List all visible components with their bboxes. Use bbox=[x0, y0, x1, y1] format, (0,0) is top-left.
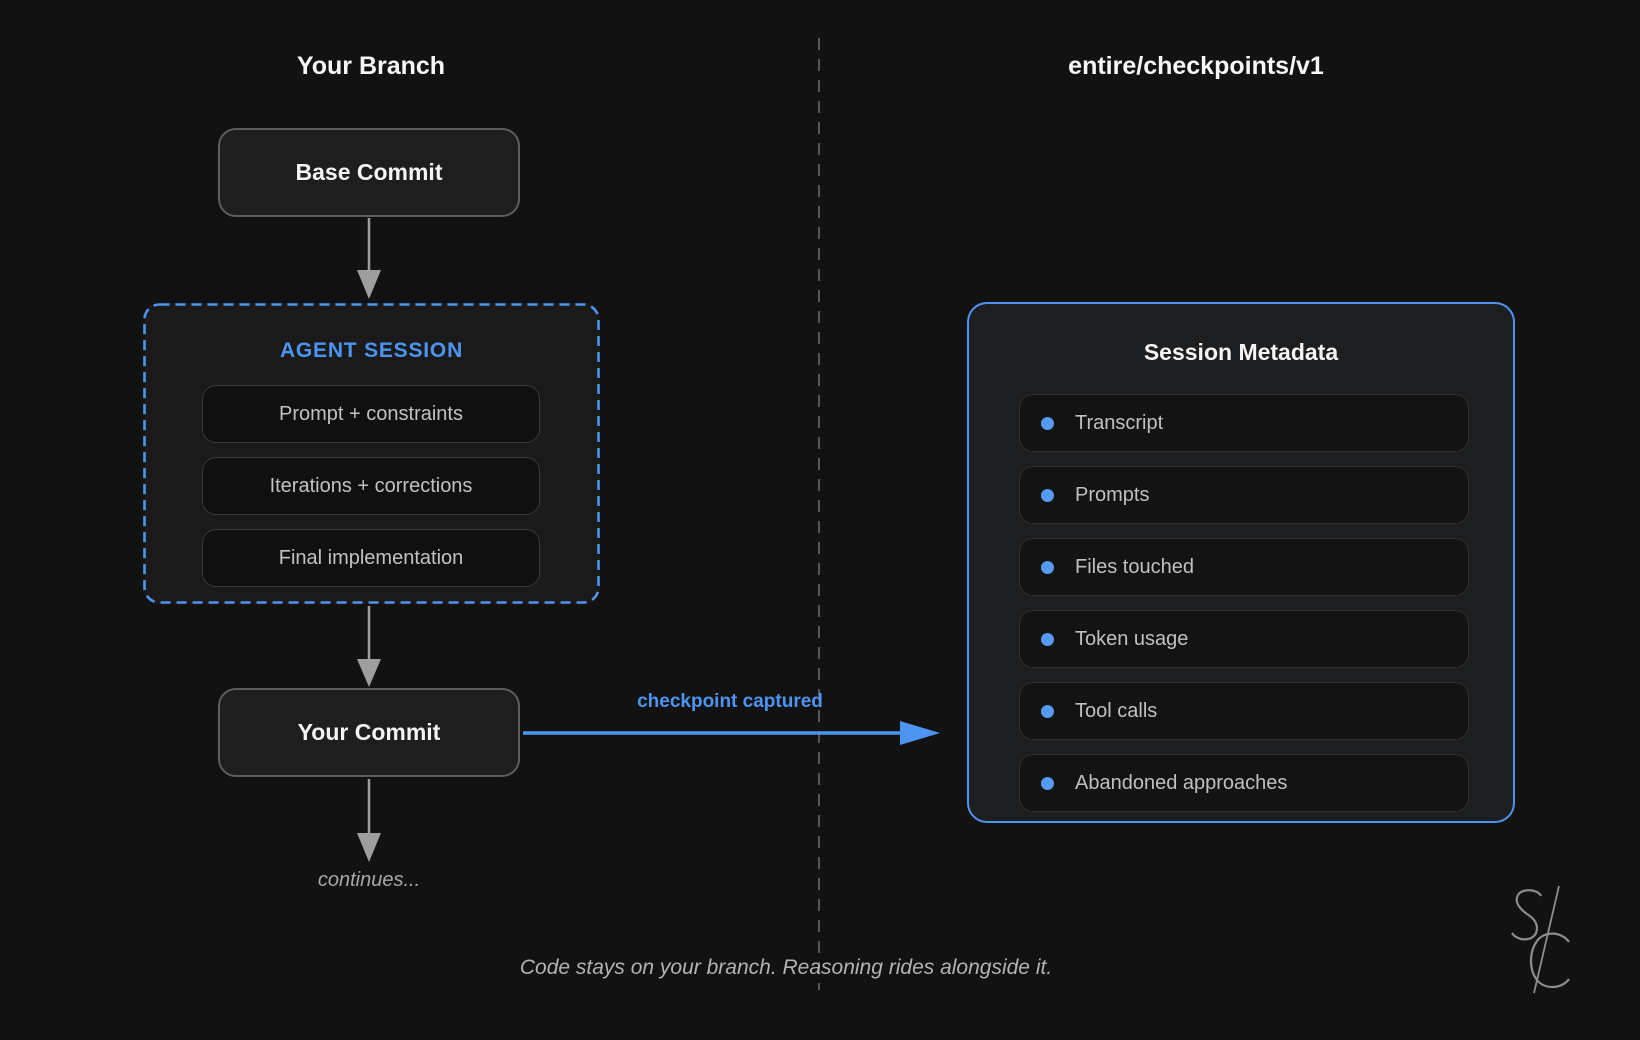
metadata-item-label: Transcript bbox=[1075, 411, 1164, 434]
bullet-dot-icon bbox=[1041, 632, 1054, 646]
bullet-dot-icon bbox=[1041, 488, 1054, 502]
metadata-item-label: Files touched bbox=[1075, 555, 1194, 578]
agent-session-title: AGENT SESSION bbox=[279, 339, 464, 362]
session-step: Prompt + constraints bbox=[202, 385, 540, 443]
metadata-item-label: Prompts bbox=[1075, 483, 1150, 506]
checkpoint-arrow-icon bbox=[523, 721, 940, 745]
your-commit-node: Your Commit bbox=[218, 688, 520, 777]
bullet-dot-icon bbox=[1041, 560, 1054, 574]
continues-label: continues... bbox=[317, 869, 421, 891]
session-step-label: Iterations + corrections bbox=[269, 474, 473, 497]
bullet-dot-icon bbox=[1041, 776, 1054, 790]
left-column-title: Your Branch bbox=[296, 52, 446, 80]
agent-session-container: AGENT SESSION Prompt + constraints Itera… bbox=[143, 303, 600, 604]
metadata-item: Abandoned approaches bbox=[1019, 754, 1469, 812]
metadata-item-label: Token usage bbox=[1075, 627, 1189, 650]
arrow-base-to-session-icon bbox=[357, 218, 381, 299]
sc-monogram-logo bbox=[1511, 885, 1570, 994]
footer-caption: Code stays on your branch. Reasoning rid… bbox=[519, 956, 1053, 979]
arrow-session-to-commit-icon bbox=[357, 606, 381, 687]
checkpoint-arrow-label: checkpoint captured bbox=[637, 691, 823, 712]
base-commit-label: Base Commit bbox=[295, 159, 443, 185]
session-step: Iterations + corrections bbox=[202, 457, 540, 515]
metadata-item-label: Abandoned approaches bbox=[1075, 771, 1288, 794]
bullet-dot-icon bbox=[1041, 416, 1054, 430]
metadata-item: Prompts bbox=[1019, 466, 1469, 524]
bullet-dot-icon bbox=[1041, 704, 1054, 718]
session-step-label: Final implementation bbox=[278, 546, 464, 569]
session-step-label: Prompt + constraints bbox=[279, 402, 463, 425]
arrow-commit-to-continues-icon bbox=[357, 779, 381, 862]
session-step: Final implementation bbox=[202, 529, 540, 587]
metadata-item-label: Tool calls bbox=[1075, 699, 1158, 722]
session-metadata-panel: Session Metadata Transcript Prompts File… bbox=[967, 302, 1515, 823]
base-commit-node: Base Commit bbox=[218, 128, 520, 217]
your-commit-label: Your Commit bbox=[297, 719, 441, 745]
metadata-item: Transcript bbox=[1019, 394, 1469, 452]
metadata-item: Tool calls bbox=[1019, 682, 1469, 740]
agent-session-dashed-border bbox=[143, 303, 600, 604]
metadata-item: Token usage bbox=[1019, 610, 1469, 668]
right-column-title: entire/checkpoints/v1 bbox=[1068, 52, 1324, 80]
metadata-item: Files touched bbox=[1019, 538, 1469, 596]
session-metadata-title: Session Metadata bbox=[1143, 339, 1339, 365]
